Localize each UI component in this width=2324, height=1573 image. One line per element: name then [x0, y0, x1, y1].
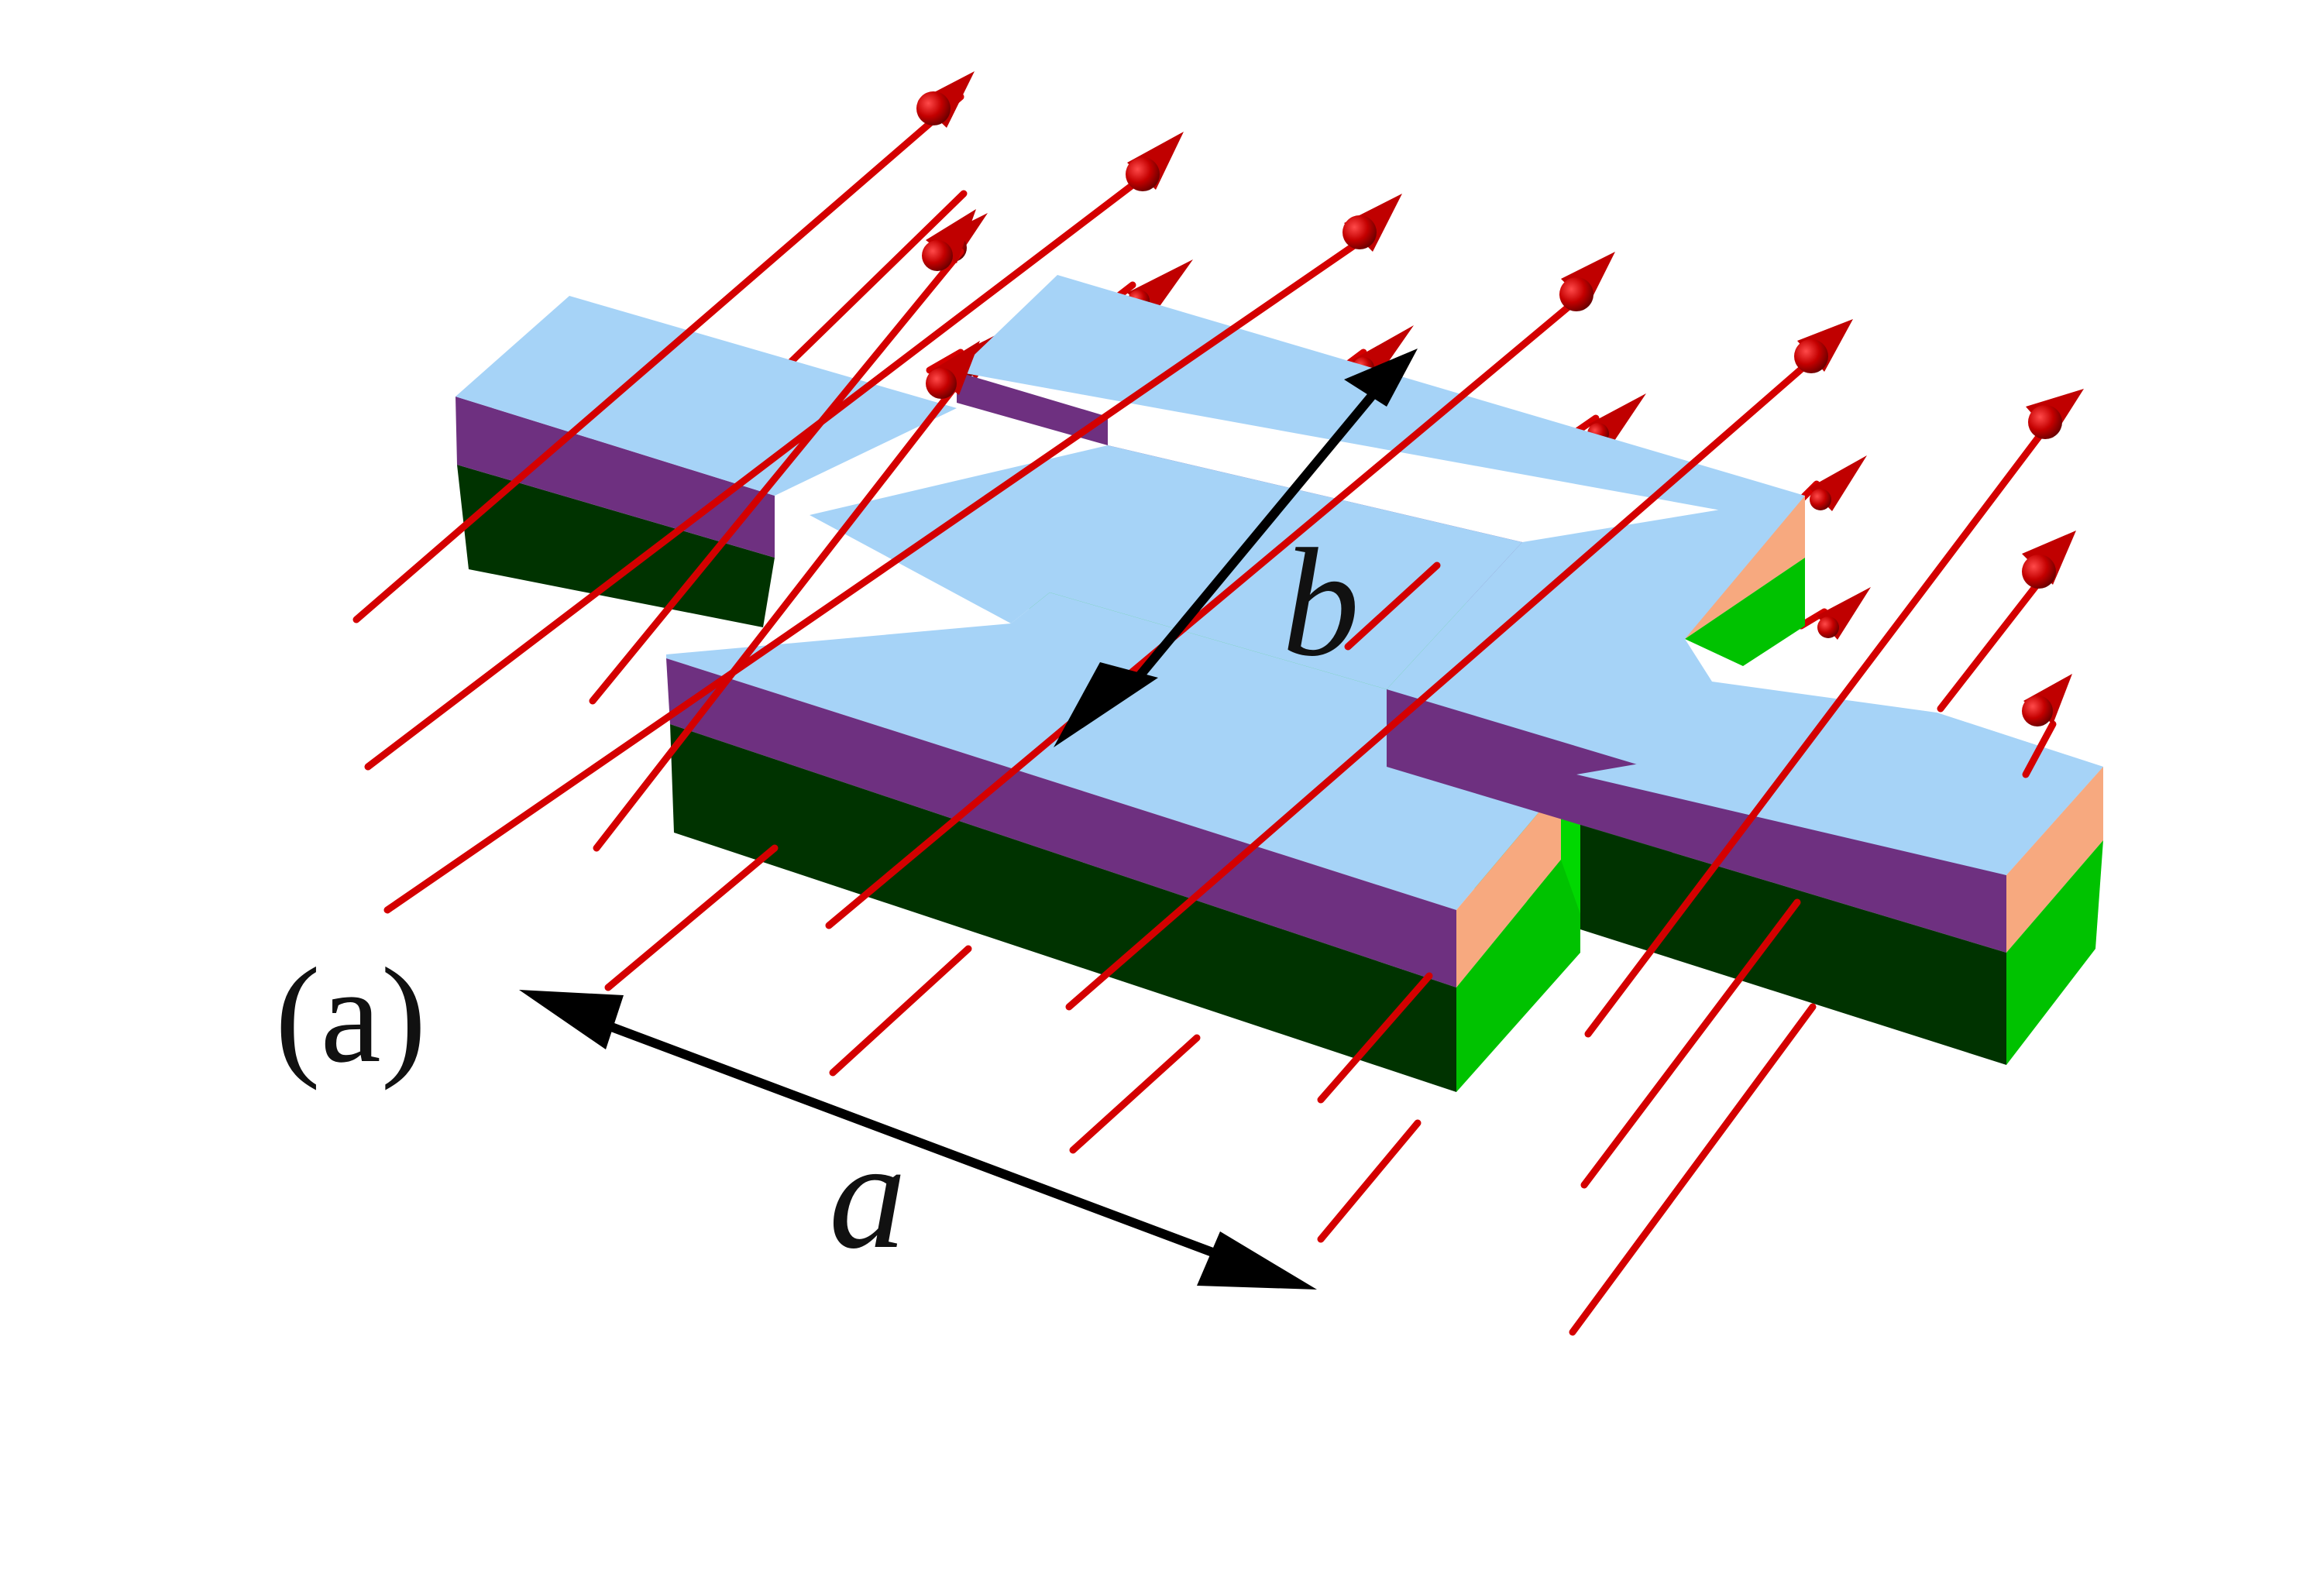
- loop-top: [810, 445, 1522, 689]
- right-bar-upper-side: [1387, 689, 2006, 953]
- right-bar-end-upper: [2006, 767, 2103, 953]
- field-arrow: [1317, 1119, 1422, 1243]
- field-arrow: [1797, 587, 1871, 640]
- left-arm-top: [456, 296, 957, 496]
- front-bar-end-lower: [1456, 860, 1580, 1092]
- right-bar-top-extension: [1576, 713, 2103, 875]
- dimension-label-a: a: [829, 1110, 906, 1281]
- dimension-arrow-b: [1054, 349, 1418, 747]
- field-arrow: [589, 209, 976, 705]
- dimension-label-b: b: [1282, 517, 1360, 689]
- back-arm-upper-side: [957, 372, 1108, 445]
- right-bar-lower-side: [1580, 825, 2006, 1065]
- left-arm-lower-side: [457, 465, 775, 627]
- field-arrow: [1317, 972, 1433, 1104]
- field-arrow: [829, 945, 972, 1077]
- field-arrow: [364, 132, 1184, 771]
- front-bar-top: [666, 592, 1561, 910]
- field-arrow: [352, 71, 975, 623]
- front-bar-upper-side: [666, 658, 1456, 987]
- panel-label: (a): [275, 940, 426, 1091]
- field-arrow: [1569, 1003, 1817, 1336]
- field-arrow: [1584, 389, 2084, 1038]
- back-arm-end-lower: [1685, 558, 1805, 666]
- front-bar-end-upper: [1456, 786, 1561, 987]
- front-field-arrows: [352, 71, 2084, 1336]
- field-arrow: [1344, 562, 1441, 651]
- field-arrow: [1580, 898, 1801, 1189]
- field-arrow: [604, 844, 779, 991]
- dimension-arrow-a: [519, 990, 1317, 1290]
- base-slab: [456, 275, 2103, 1092]
- field-arrow: [1069, 1034, 1201, 1154]
- right-bar-end-lower: [2006, 840, 2103, 1065]
- field-arrow: [2022, 674, 2072, 778]
- field-arrow: [593, 341, 980, 852]
- field-arrow: [383, 194, 1402, 914]
- field-arrow: [1065, 319, 1853, 1011]
- field-arrow: [825, 252, 1615, 929]
- front-bar-lower-side: [670, 724, 1456, 1092]
- field-arrow: [1937, 531, 2076, 713]
